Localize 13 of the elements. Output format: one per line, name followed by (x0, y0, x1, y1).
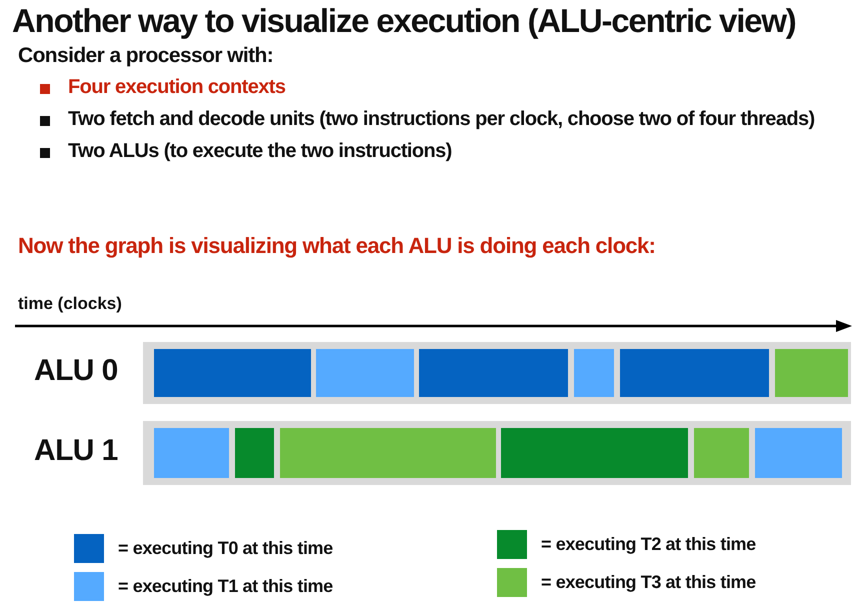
row-label: ALU 1 (34, 434, 118, 468)
row-label: ALU 0 (34, 354, 118, 388)
axis-label: time (clocks) (18, 294, 122, 314)
legend-text: = executing T2 at this time (541, 534, 756, 555)
bullet-text: Two ALUs (to execute the two instructions) (68, 140, 452, 163)
legend-text: = executing T0 at this time (118, 538, 333, 559)
title: Another way to visualize execution (ALU-centric view) (12, 2, 796, 40)
intro-text: Consider a processor with: (18, 44, 274, 68)
subheading: Now the graph is visualizing what each ALU is doing each clock: (18, 233, 656, 259)
legend-text: = executing T3 at this time (541, 572, 756, 593)
bullet-text: Two fetch and decode units (two instructions per clock, choose two of four threads) (68, 108, 815, 131)
legend-text: = executing T1 at this time (118, 576, 333, 597)
bullet-text: Four execution contexts (68, 76, 286, 99)
